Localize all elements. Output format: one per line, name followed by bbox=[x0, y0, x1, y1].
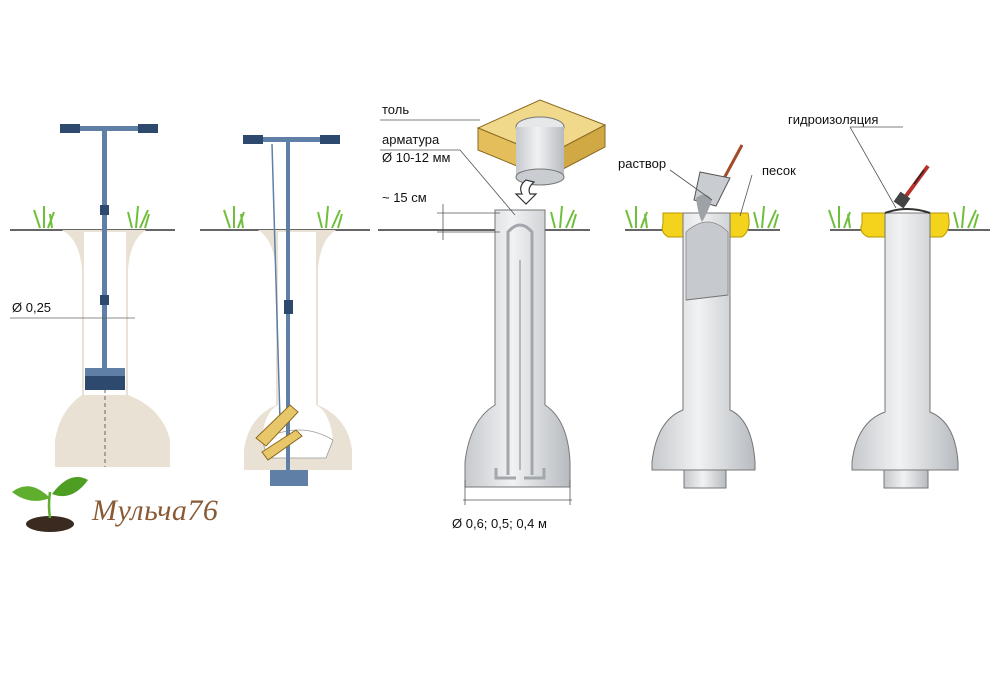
base-diameter-label: Ø 0,6; 0,5; 0,4 м bbox=[452, 516, 547, 531]
grass-tuft bbox=[550, 205, 577, 229]
gidroizolyatsiya-label: гидроизоляция bbox=[788, 112, 879, 127]
brand-logo-text: Мульча76 bbox=[92, 494, 219, 527]
concrete-column bbox=[464, 209, 571, 488]
hand-auger-icon bbox=[60, 124, 158, 390]
rastvor-label: раствор bbox=[618, 156, 667, 171]
sand-collar bbox=[661, 212, 684, 238]
trowel-icon bbox=[693, 144, 744, 222]
step5-waterproofing bbox=[828, 126, 990, 489]
grass-tuft bbox=[33, 205, 150, 229]
brush-icon bbox=[893, 164, 930, 209]
step2-widening bbox=[200, 135, 370, 486]
step3-rebar bbox=[378, 99, 607, 505]
pesok-label: песок bbox=[762, 163, 796, 178]
depth-label: ~ 15 см bbox=[382, 190, 427, 205]
sand-collar bbox=[729, 212, 750, 238]
concrete-column bbox=[851, 212, 959, 471]
arrow-down-icon bbox=[514, 179, 538, 205]
tol-label: толь bbox=[382, 102, 410, 117]
armatura-label: арматура bbox=[382, 132, 440, 147]
armatura-diameter-label: Ø 10-12 мм bbox=[382, 150, 451, 165]
sprout-icon bbox=[12, 477, 88, 532]
grass-tuft bbox=[625, 205, 779, 229]
hand-auger-icon bbox=[243, 135, 340, 486]
grass-tuft bbox=[828, 205, 979, 229]
rebar-cage bbox=[494, 223, 546, 480]
sand-collar bbox=[860, 212, 886, 238]
sand-collar bbox=[929, 212, 950, 238]
formwork-box-icon bbox=[476, 99, 607, 186]
diameter-small-label: Ø 0,25 bbox=[12, 300, 52, 315]
step1-augering bbox=[10, 124, 175, 467]
grass-tuft bbox=[223, 205, 343, 229]
step4-pouring bbox=[625, 144, 780, 489]
